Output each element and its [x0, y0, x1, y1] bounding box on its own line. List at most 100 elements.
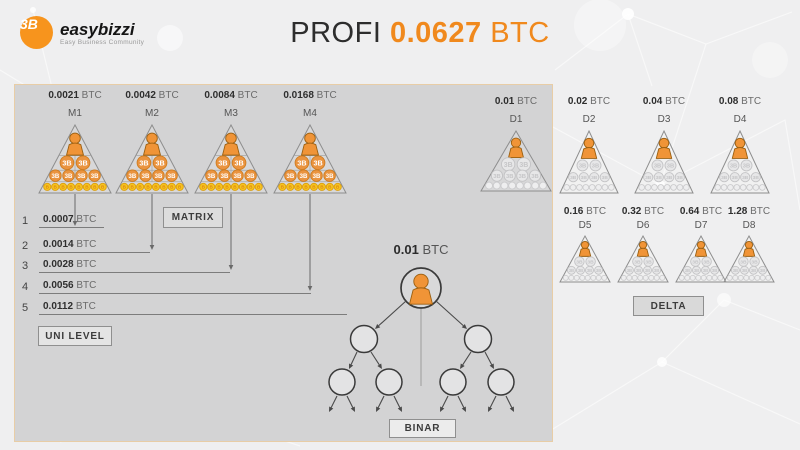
- person-icon: [578, 240, 592, 257]
- svg-text:3B: 3B: [636, 268, 641, 273]
- svg-text:3B: 3B: [91, 174, 99, 180]
- pyramid-value: 0.0084 BTC: [204, 90, 258, 101]
- svg-text:3B: 3B: [519, 174, 527, 180]
- binar-top-amount: 0.01: [393, 242, 419, 257]
- svg-text:B: B: [170, 185, 174, 190]
- svg-text:3B: 3B: [751, 268, 756, 273]
- svg-text:3B: 3B: [519, 162, 528, 169]
- svg-text:3B: 3B: [65, 174, 73, 180]
- svg-text:3B: 3B: [576, 259, 583, 265]
- svg-text:B: B: [225, 185, 229, 190]
- svg-text:3B: 3B: [78, 159, 87, 167]
- person-icon: [636, 240, 650, 257]
- pyramid-value: 0.02 BTC: [567, 96, 611, 107]
- pyramid-id: D6: [636, 220, 650, 231]
- brand-tagline: Easy Business Community: [60, 38, 145, 46]
- uni-level-line: [39, 252, 150, 253]
- person-icon: [143, 132, 161, 156]
- svg-text:3B: 3B: [208, 174, 216, 180]
- svg-text:3B: 3B: [234, 174, 242, 180]
- svg-text:3B: 3B: [742, 268, 747, 273]
- uni-level-value: 0.0056 BTC: [43, 280, 97, 291]
- svg-text:B: B: [304, 185, 308, 190]
- svg-text:3B: 3B: [587, 268, 592, 273]
- pyramid-value: 0.04 BTC: [642, 96, 686, 107]
- svg-text:3B: 3B: [733, 268, 738, 273]
- svg-text:3B: 3B: [591, 175, 598, 181]
- svg-text:3B: 3B: [730, 163, 737, 169]
- svg-text:3B: 3B: [645, 268, 650, 273]
- svg-text:B: B: [61, 185, 65, 190]
- pyramid-id: D3: [657, 114, 671, 125]
- svg-text:3B: 3B: [78, 174, 86, 180]
- svg-text:3B: 3B: [218, 159, 227, 167]
- uni-level-number: 2: [22, 240, 29, 252]
- svg-text:B: B: [46, 185, 50, 190]
- svg-text:3B: 3B: [531, 174, 539, 180]
- pyramid-value: 0.64 BTC: [679, 206, 723, 217]
- person-icon: [655, 137, 673, 159]
- svg-text:3B: 3B: [587, 259, 594, 265]
- svg-text:3B: 3B: [654, 268, 659, 273]
- svg-text:3B: 3B: [287, 174, 295, 180]
- svg-text:B: B: [312, 185, 316, 190]
- svg-text:B: B: [178, 185, 182, 190]
- uni-level-line: [39, 272, 230, 273]
- svg-text:3B: 3B: [326, 174, 334, 180]
- pyramid-id: D8: [742, 220, 756, 231]
- pyramid-value: 1.28 BTC: [727, 206, 771, 217]
- svg-text:3B: 3B: [634, 259, 641, 265]
- svg-text:3B: 3B: [578, 268, 583, 273]
- svg-text:B: B: [289, 185, 293, 190]
- svg-text:3B: 3B: [581, 175, 588, 181]
- svg-text:3B: 3B: [656, 175, 663, 181]
- pyramid-id: D5: [578, 220, 592, 231]
- svg-text:3B: 3B: [742, 175, 749, 181]
- svg-text:3B: 3B: [685, 268, 690, 273]
- uni-level-number: 5: [22, 302, 29, 314]
- svg-text:B: B: [123, 185, 127, 190]
- pyramid-id: M4: [303, 108, 317, 119]
- svg-text:3B: 3B: [654, 163, 661, 169]
- svg-text:B: B: [249, 185, 253, 190]
- svg-text:B: B: [69, 185, 73, 190]
- pyramid-id: D7: [694, 220, 708, 231]
- logo: 3B easybizzi Easy Business Community: [20, 16, 144, 49]
- svg-text:3B: 3B: [155, 174, 163, 180]
- svg-text:3B: 3B: [740, 259, 747, 265]
- uni-level-number: 1: [22, 215, 29, 227]
- svg-text:3B: 3B: [732, 175, 739, 181]
- svg-text:3B: 3B: [168, 174, 176, 180]
- pyramid-value: 0.16 BTC: [563, 206, 607, 217]
- svg-text:B: B: [154, 185, 158, 190]
- svg-text:B: B: [85, 185, 89, 190]
- svg-text:3B: 3B: [493, 174, 501, 180]
- svg-text:3B: 3B: [645, 259, 652, 265]
- svg-text:3B: 3B: [627, 268, 632, 273]
- svg-text:3B: 3B: [297, 159, 306, 167]
- person-icon: [694, 240, 708, 257]
- uni-level-value: 0.0028 BTC: [43, 259, 97, 270]
- svg-text:B: B: [101, 185, 105, 190]
- svg-text:3B: 3B: [666, 175, 673, 181]
- svg-text:3B: 3B: [692, 259, 699, 265]
- svg-text:3B: 3B: [712, 268, 717, 273]
- title-value: 0.0627: [389, 17, 482, 49]
- pyramid-value: 0.01 BTC: [494, 96, 538, 107]
- uni-level-line: [39, 227, 104, 228]
- svg-text:3B: 3B: [602, 175, 609, 181]
- svg-text:3B: 3B: [247, 174, 255, 180]
